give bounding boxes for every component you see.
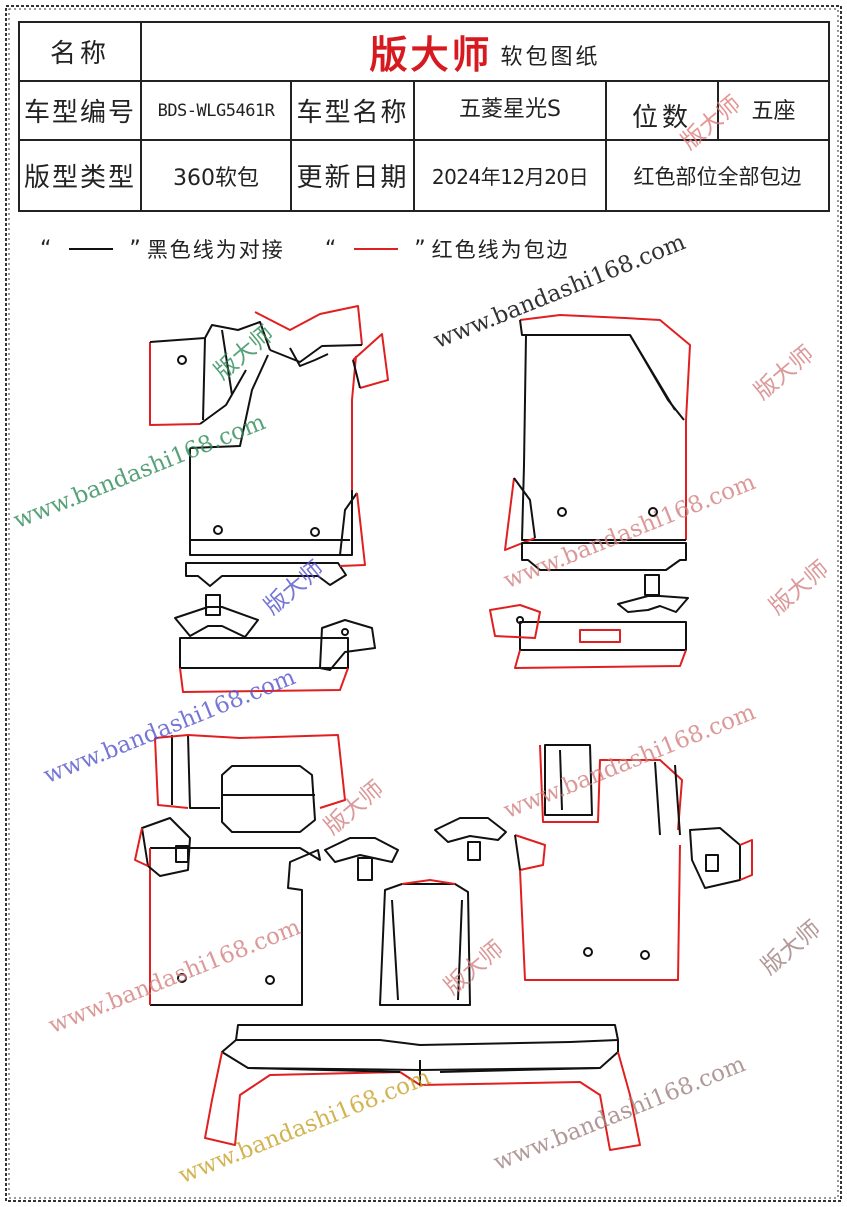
front-footrest-left: [174, 594, 376, 693]
model-name-label: 车型名称: [296, 98, 409, 128]
seats-value: 五座: [751, 99, 796, 124]
name-label: 名称: [49, 39, 110, 69]
info-table-grid: [18, 21, 830, 212]
pattern-type-value: 360软包: [173, 165, 259, 191]
legend-close-quote-black: ”: [129, 236, 143, 262]
edge-note: 红色部位全部包边: [633, 164, 802, 189]
model-code-value: BDS-WLG5461R: [157, 100, 275, 121]
legend-open-quote-red: “: [324, 236, 339, 262]
legend-close-quote-red: ”: [414, 236, 428, 262]
seats-label: 位数: [631, 103, 692, 133]
trunk-mat: [204, 1024, 641, 1151]
line-legend: “ ” 黑色线为对接 “ ” 红色线为包边: [36, 232, 570, 266]
rear-center-mat: [324, 817, 507, 1006]
rear-left-mat: [134, 734, 346, 1006]
brand-title: 版大师: [369, 33, 493, 77]
brand-suffix: 软包图纸: [500, 44, 601, 70]
legend-black-line: [69, 248, 114, 250]
rear-right-mat: [514, 744, 753, 981]
title-cell: 版大师 软包图纸: [141, 22, 829, 81]
front-footrest-right: [489, 574, 689, 669]
driver-front-mat: [149, 305, 389, 587]
legend-black-text: 黑色线为对接: [146, 238, 285, 262]
update-date-value: 2024年12月20日: [431, 165, 589, 189]
legend-red-line: [354, 248, 399, 250]
model-name-value: 五菱星光S: [459, 97, 561, 122]
legend-open-quote-black: “: [40, 236, 54, 262]
page-border-inner: [8, 8, 839, 1199]
passenger-front-mat: [504, 314, 691, 571]
update-date-label: 更新日期: [296, 163, 409, 193]
pattern-type-label: 版型类型: [23, 163, 136, 193]
model-code-label: 车型编号: [23, 98, 136, 128]
legend-red-text: 红色线为包边: [431, 238, 570, 262]
page-border: [5, 5, 842, 1202]
